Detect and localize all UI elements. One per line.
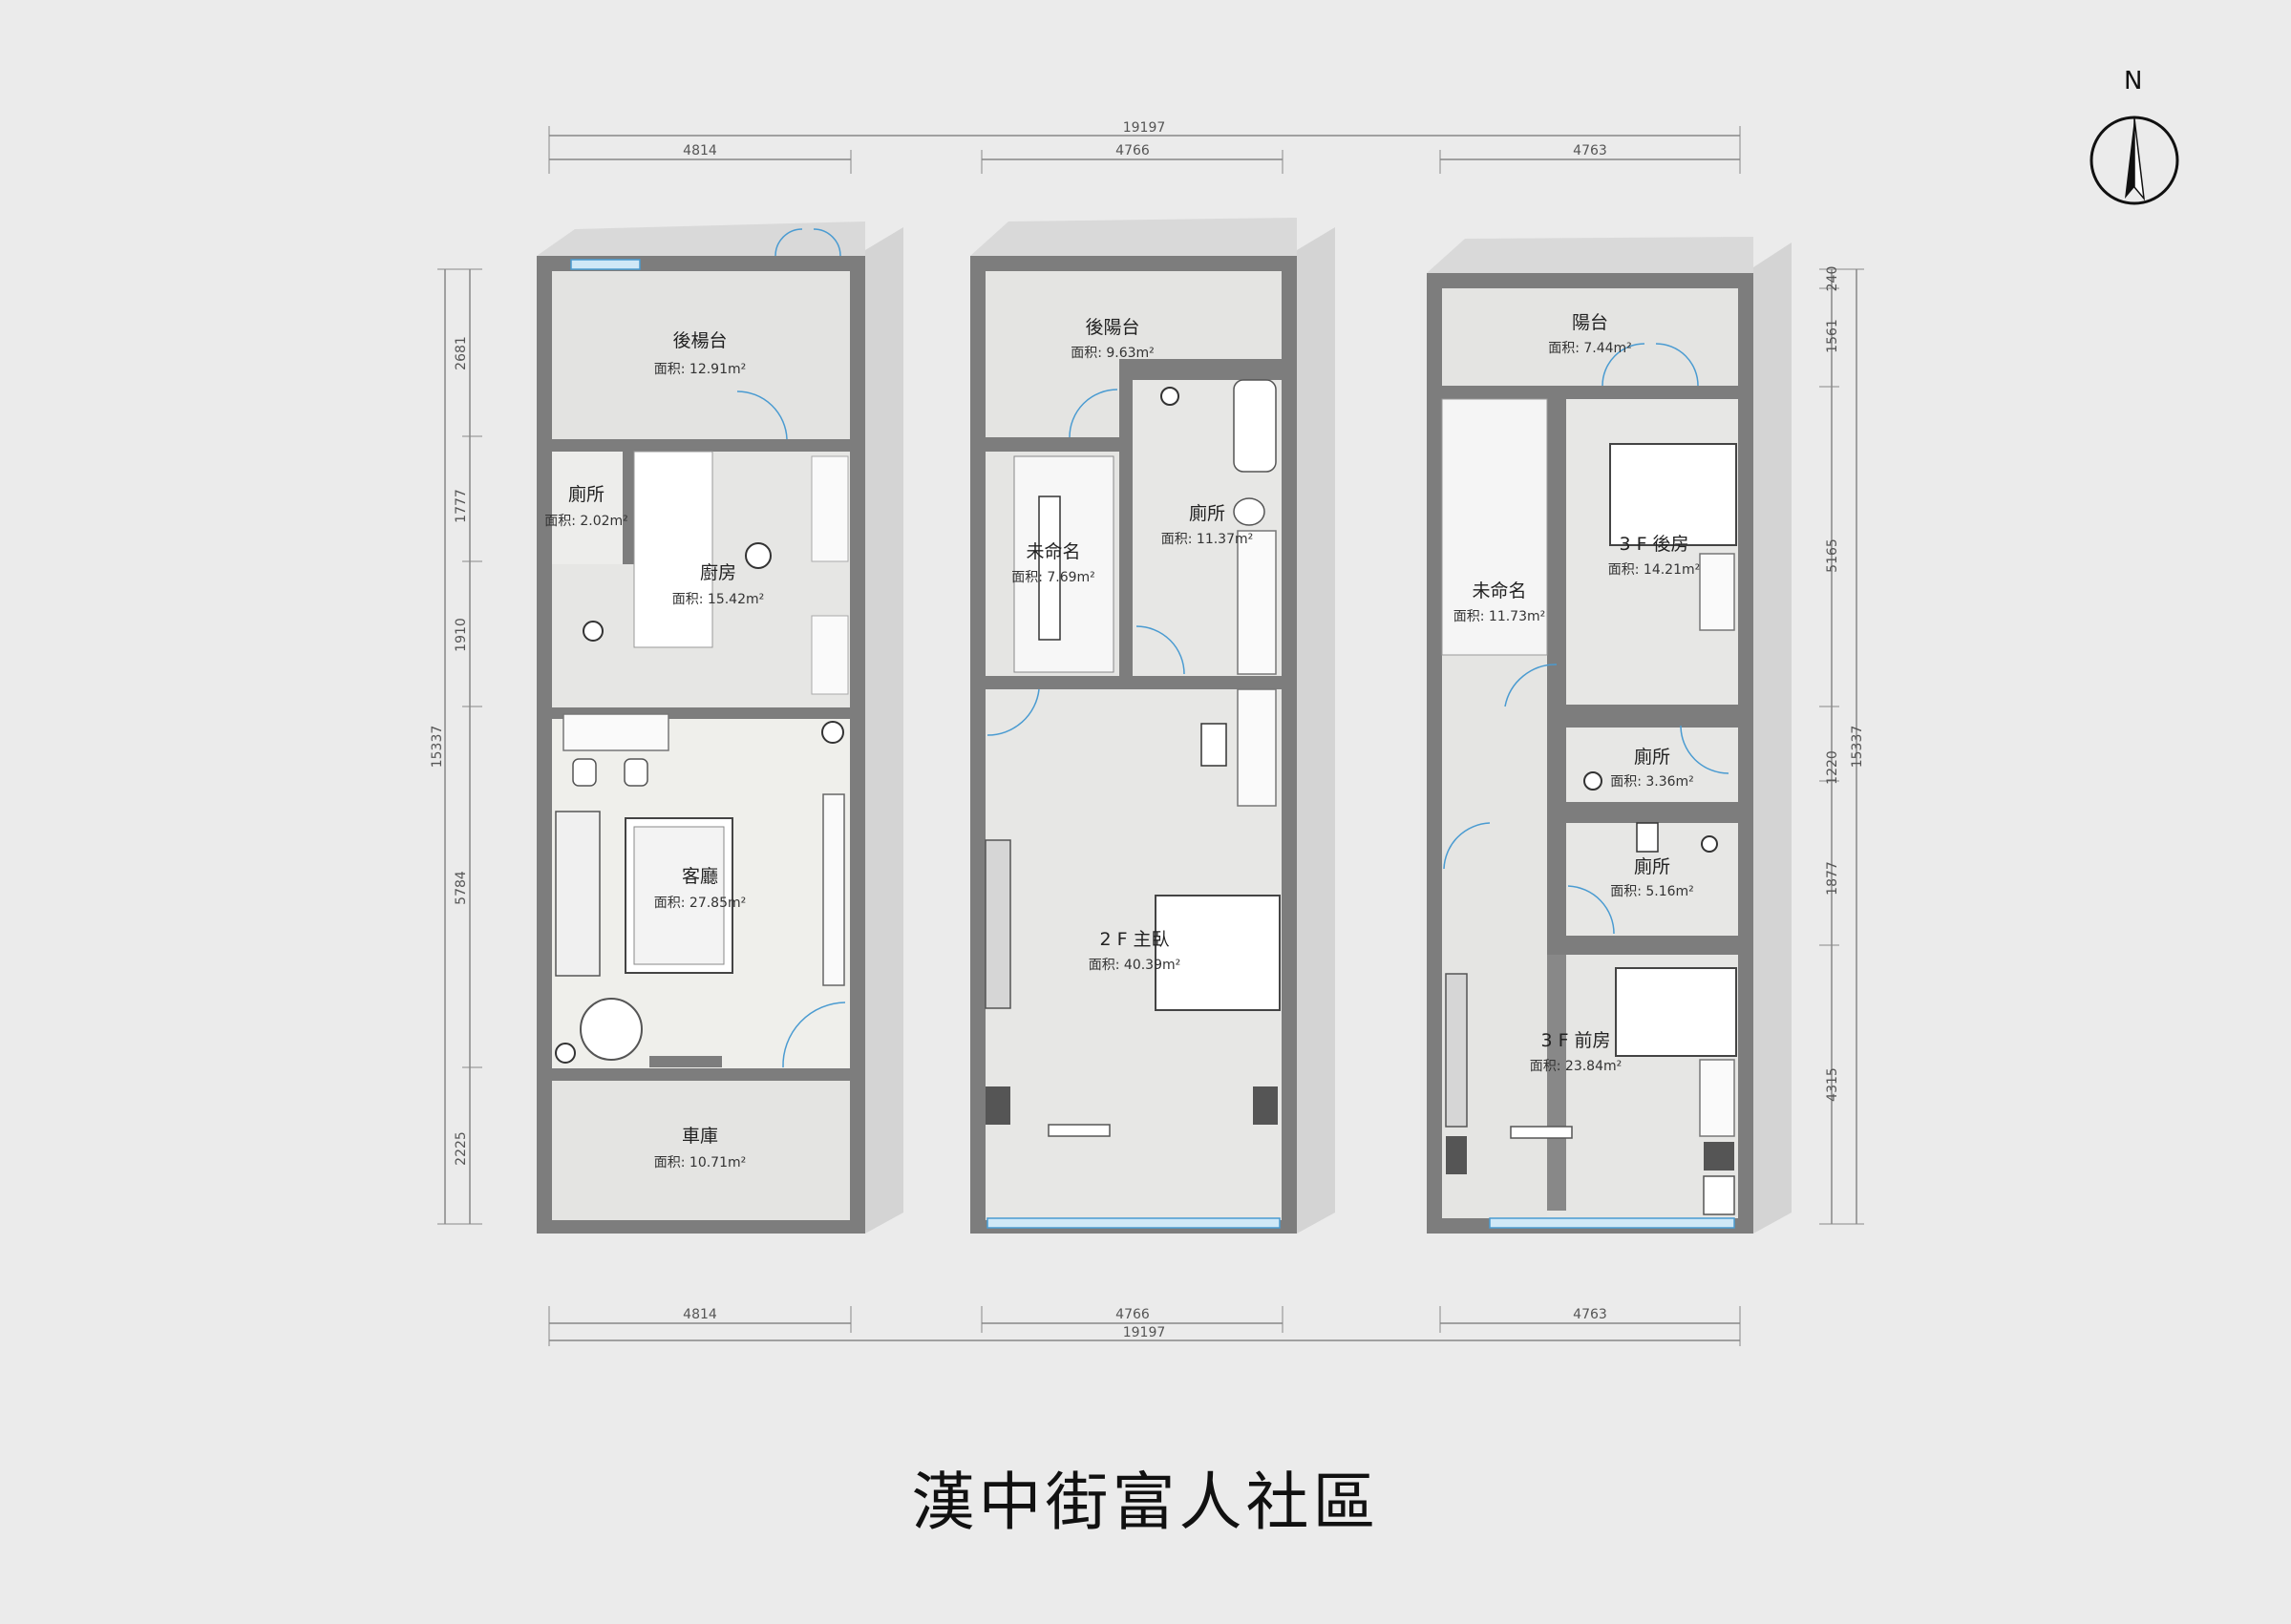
total-width-bottom: 19197 xyxy=(1123,1325,1166,1340)
f3-room-area-6: 面积: 23.84m² xyxy=(1530,1059,1623,1074)
f1-row-3: 1910 xyxy=(454,618,469,652)
f2-room-area-2: 面积: 11.37m² xyxy=(1161,532,1254,547)
f3-room-area-4: 面积: 3.36m² xyxy=(1610,774,1694,790)
total-width-top: 19197 xyxy=(1123,120,1166,136)
floor1-width-bottom: 4814 xyxy=(683,1307,717,1322)
page-title: 漢中街富人社區 xyxy=(911,1466,1380,1539)
f1-room-name-3: 廚房 xyxy=(700,561,736,583)
f3-row-2: 1561 xyxy=(1825,319,1840,353)
floor1-width-top: 4814 xyxy=(683,143,717,158)
f1-room-area-5: 面积: 10.71m² xyxy=(654,1155,747,1171)
f1-room-area-4: 面积: 27.85m² xyxy=(654,896,747,911)
left-dimensions: 15337 2681 1777 1910 5784 2225 xyxy=(430,268,482,1225)
f3-row-3: 5165 xyxy=(1825,538,1840,573)
north-arrow-icon xyxy=(2089,116,2179,205)
floor-2: 後陽台 面积: 9.63m² 廁所 面积: 11.37m² 未命名 面积: 7.… xyxy=(970,218,1335,1234)
f2-room-name-4: 2 F 主臥 xyxy=(1099,929,1169,950)
f1-room-name-2: 廁所 xyxy=(568,483,605,505)
f1-row-2: 1777 xyxy=(454,489,469,523)
f3-room-area-2: 面积: 14.21m² xyxy=(1608,562,1701,578)
f3-room-name-3: 未命名 xyxy=(1472,580,1526,601)
f1-row-4: 5784 xyxy=(454,871,469,905)
f1-room-name-5: 車庫 xyxy=(682,1126,718,1147)
f1-room-area-1: 面积: 12.91m² xyxy=(654,362,747,377)
north-label: N xyxy=(2124,67,2143,95)
f3-room-name-4: 廁所 xyxy=(1634,746,1670,768)
f3-row-5: 1877 xyxy=(1825,861,1840,896)
bottom-dimensions: 4814 4766 4763 19197 xyxy=(548,1306,1741,1346)
floor-1: 後楊台 面积: 12.91m² 廁所 面积: 2.02m² 廚房 面积: 15.… xyxy=(537,221,903,1234)
f3-room-name-2: 3 F 後房 xyxy=(1619,534,1688,555)
total-height-left: 15337 xyxy=(430,726,445,769)
f3-row-1: 240 xyxy=(1825,266,1840,292)
floor3-width-bottom: 4763 xyxy=(1573,1307,1607,1322)
f1-room-area-2: 面积: 2.02m² xyxy=(544,514,628,529)
f2-room-area-1: 面积: 9.63m² xyxy=(1071,346,1155,361)
f2-room-name-3: 未命名 xyxy=(1026,541,1080,562)
f3-row-4: 1220 xyxy=(1825,750,1840,785)
f1-row-5: 2225 xyxy=(454,1131,469,1166)
top-dimensions: 19197 4814 4766 4763 xyxy=(548,120,1741,174)
floor3-width-top: 4763 xyxy=(1573,143,1607,158)
f2-room-name-1: 後陽台 xyxy=(1085,317,1139,338)
right-dimensions: 240 1561 5165 1220 1877 4315 15337 xyxy=(1819,266,1865,1225)
f3-room-area-3: 面积: 11.73m² xyxy=(1453,609,1546,624)
f3-room-name-1: 陽台 xyxy=(1572,312,1608,333)
f2-room-area-4: 面积: 40.39m² xyxy=(1089,958,1181,973)
floor2-width-bottom: 4766 xyxy=(1115,1307,1150,1322)
f1-row-1: 2681 xyxy=(454,336,469,370)
floor2-width-top: 4766 xyxy=(1115,143,1150,158)
floor-3: 陽台 面积: 7.44m² 3 F 後房 面积: 14.21m² 未命名 面积:… xyxy=(1427,237,1792,1234)
f1-room-name-4: 客廳 xyxy=(682,866,718,887)
f3-row-6: 4315 xyxy=(1825,1067,1840,1102)
f2-room-name-2: 廁所 xyxy=(1189,502,1225,524)
f2-room-area-3: 面积: 7.69m² xyxy=(1011,570,1095,585)
f3-room-area-1: 面积: 7.44m² xyxy=(1548,341,1632,356)
f3-room-area-5: 面积: 5.16m² xyxy=(1610,884,1694,899)
f3-room-name-5: 廁所 xyxy=(1634,855,1670,877)
f3-room-name-6: 3 F 前房 xyxy=(1540,1030,1610,1051)
f1-room-area-3: 面积: 15.42m² xyxy=(672,592,765,607)
total-height-right: 15337 xyxy=(1850,726,1865,769)
f1-room-name-1: 後楊台 xyxy=(672,330,727,351)
